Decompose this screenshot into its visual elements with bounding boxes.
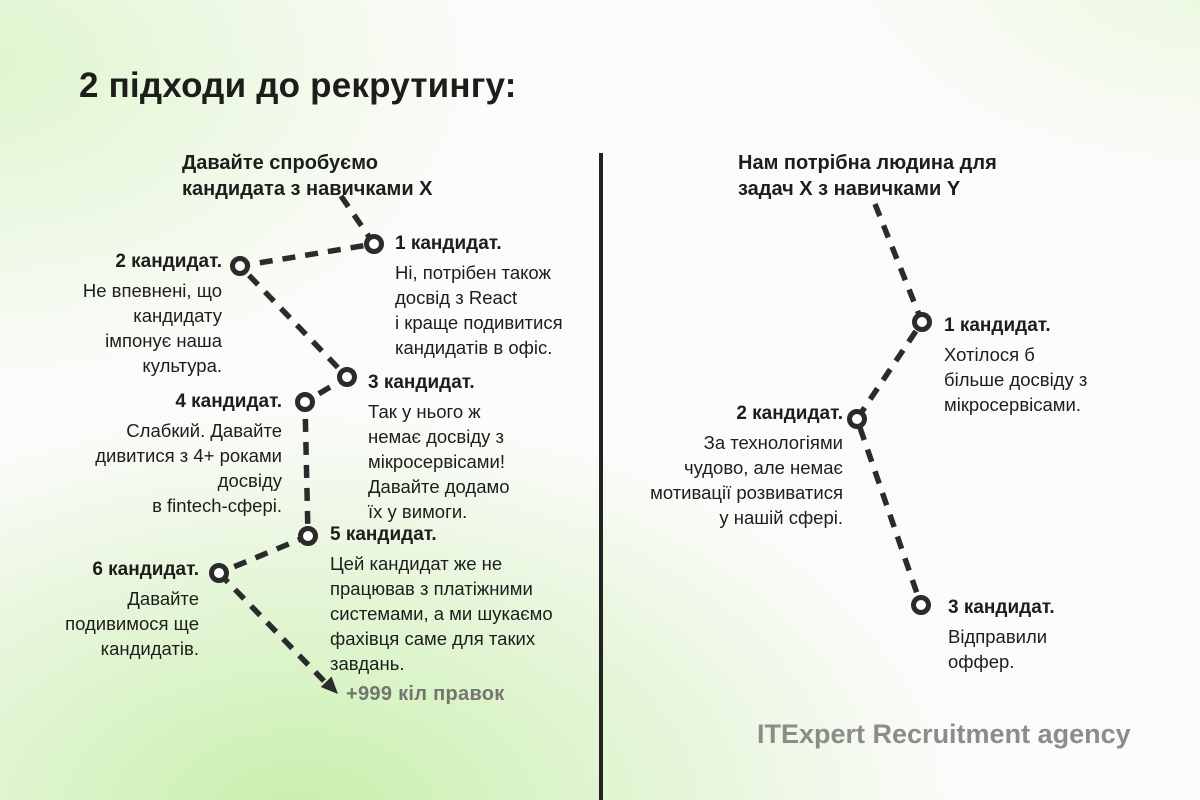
step-label: 2 кандидат. bbox=[115, 251, 222, 272]
step-text: Не впевнені, що кандидату імпонує наша к… bbox=[82, 280, 222, 376]
step-label: 3 кандидат. bbox=[948, 597, 1055, 618]
step-label: 2 кандидат. bbox=[736, 403, 843, 424]
left-step-3: 3 кандидат. Так у нього ж немає досвіду … bbox=[368, 372, 608, 524]
step-text: Ні, потрібен також досвід з React і кращ… bbox=[395, 262, 563, 358]
vertical-divider bbox=[599, 153, 603, 800]
right-step-3: 3 кандидат. Відправили оффер. bbox=[948, 597, 1158, 674]
step-label: 1 кандидат. bbox=[395, 233, 502, 254]
left-node-6 bbox=[209, 563, 229, 583]
step-text: Відправили оффер. bbox=[948, 626, 1048, 672]
right-column-heading: Нам потрібна людина для задач X з навичк… bbox=[738, 152, 997, 200]
step-label: 1 кандидат. bbox=[944, 315, 1051, 336]
step-text: Цей кандидат же не працював з платіжними… bbox=[330, 553, 553, 674]
step-label: 3 кандидат. bbox=[368, 372, 475, 393]
step-label: 6 кандидат. bbox=[92, 559, 199, 580]
right-step-1: 1 кандидат. Хотілося б більше досвіду з … bbox=[944, 315, 1174, 417]
left-node-5 bbox=[298, 526, 318, 546]
step-text: Хотілося б більше досвіду з мікросервіса… bbox=[944, 344, 1088, 415]
left-outcome-label: +999 кіл правок bbox=[346, 683, 505, 705]
agency-branding: ITExpert Recruitment agency bbox=[757, 719, 1131, 749]
left-step-2: 2 кандидат. Не впевнені, що кандидату ім… bbox=[0, 251, 222, 378]
left-step-1: 1 кандидат. Ні, потрібен також досвід з … bbox=[395, 233, 635, 360]
right-path bbox=[853, 202, 926, 606]
left-node-1 bbox=[364, 234, 384, 254]
step-text: Так у нього ж немає досвіду з мікросерві… bbox=[368, 401, 510, 522]
left-node-3 bbox=[337, 367, 357, 387]
left-node-2 bbox=[230, 256, 250, 276]
step-text: Слабкий. Давайте дивитися з 4+ роками до… bbox=[95, 420, 282, 516]
step-label: 4 кандидат. bbox=[175, 391, 282, 412]
left-arrowhead-icon bbox=[320, 676, 338, 694]
left-step-6: 6 кандидат. Давайте подивимося ще кандид… bbox=[0, 559, 199, 661]
left-step-4: 4 кандидат. Слабкий. Давайте дивитися з … bbox=[42, 391, 282, 518]
left-column-heading: Давайте спробуємо кандидата з навичками … bbox=[182, 152, 433, 200]
step-text: За технологіями чудово, але немає мотива… bbox=[650, 432, 843, 528]
left-node-4 bbox=[295, 392, 315, 412]
left-step-5: 5 кандидат. Цей кандидат же не працював … bbox=[330, 524, 600, 676]
right-node-2 bbox=[847, 409, 867, 429]
right-step-2: 2 кандидат. За технологіями чудово, але … bbox=[573, 403, 843, 530]
step-text: Давайте подивимося ще кандидатів. bbox=[65, 588, 199, 659]
path-nodes bbox=[209, 234, 932, 615]
page-title: 2 підходи до рекрутингу: bbox=[79, 66, 517, 105]
right-node-3 bbox=[911, 595, 931, 615]
right-node-1 bbox=[912, 312, 932, 332]
step-label: 5 кандидат. bbox=[330, 524, 437, 545]
